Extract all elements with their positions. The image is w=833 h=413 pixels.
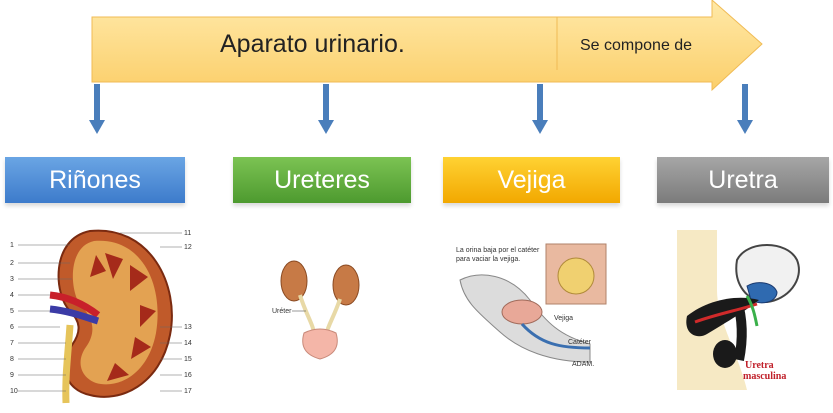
kidney-number-label: 2 xyxy=(10,260,14,267)
kidney-number-label: 3 xyxy=(10,276,14,283)
down-arrow-4 xyxy=(737,84,753,134)
banner-arrow xyxy=(91,0,763,92)
kidney-number-label: 9 xyxy=(10,372,14,379)
part-box-vejiga: Vejiga xyxy=(443,157,620,203)
part-box-ureteres: Ureteres xyxy=(233,157,411,203)
bladder-brand: ADAM. xyxy=(572,361,594,368)
banner-subtitle: Se compone de xyxy=(580,37,693,54)
kidney-number-label: 10 xyxy=(10,388,18,395)
part-box-rinones: Riñones xyxy=(5,157,185,203)
kidney-number-label: 15 xyxy=(184,356,192,363)
bladder-caption-2: para vaciar la vejiga. xyxy=(456,256,520,263)
kidney-number-label: 6 xyxy=(10,324,14,331)
kidney-number-label: 1 xyxy=(10,242,14,249)
down-arrow-3 xyxy=(532,84,548,134)
kidney-number-label: 12 xyxy=(184,244,192,251)
urethra-illustration: Uretra masculina xyxy=(677,230,827,390)
urethra-label-2: masculina xyxy=(743,371,786,382)
kidney-number-label: 11 xyxy=(184,230,191,237)
kidney-number-label: 13 xyxy=(184,324,192,331)
down-arrow-1 xyxy=(89,84,105,134)
bladder-label-vejiga: Vejiga xyxy=(554,315,573,322)
banner-title: Aparato urinario. xyxy=(220,30,405,58)
urethra-label-1: Uretra xyxy=(745,360,774,371)
kidney-number-label: 8 xyxy=(10,356,14,363)
bladder-caption-1: La orina baja por el catéter xyxy=(456,247,540,254)
ureter-illustration: Uréter xyxy=(272,260,360,360)
kidney-number-label: 14 xyxy=(184,340,192,347)
part-box-uretra: Uretra xyxy=(657,157,829,203)
ureter-label: Uréter xyxy=(272,308,292,315)
bladder-label-cateter: Catéter xyxy=(568,339,592,346)
kidney-number-label: 5 xyxy=(10,308,14,315)
kidney-number-label: 7 xyxy=(10,340,14,347)
kidney-number-label: 4 xyxy=(10,292,14,299)
down-arrow-2 xyxy=(318,84,334,134)
kidney-number-label: 16 xyxy=(184,372,192,379)
bladder-illustration: La orina baja por el catéter para vaciar… xyxy=(450,240,610,370)
kidney-number-label: 17 xyxy=(184,388,192,395)
